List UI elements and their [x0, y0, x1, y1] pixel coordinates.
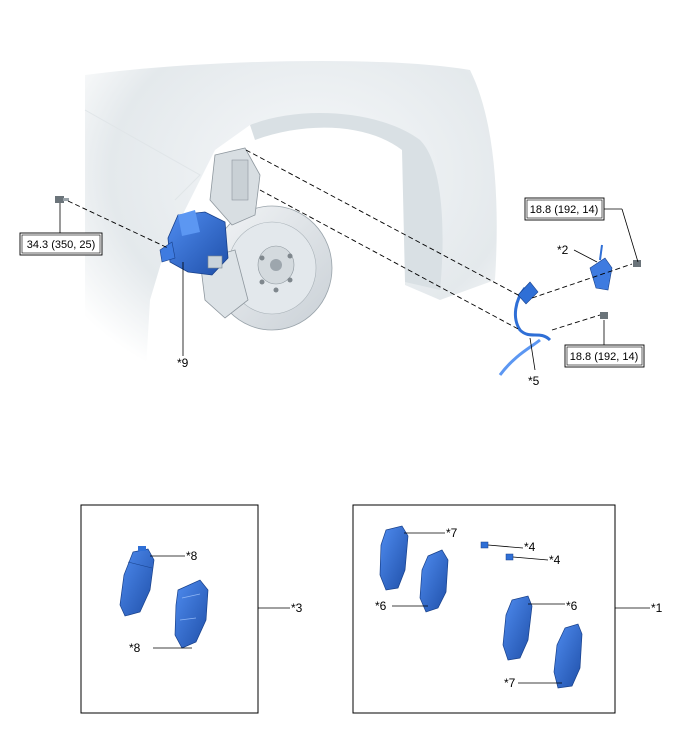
- vehicle-body: [84, 60, 497, 389]
- callout-6a: *6: [375, 599, 387, 613]
- bracket-bolt-upper-icon: [633, 260, 641, 267]
- installation-lines: [67, 149, 633, 331]
- bracket-bolt-lower-icon: [600, 312, 608, 319]
- caliper-bolt-icon: [55, 196, 69, 203]
- callout-7b: *7: [504, 676, 516, 690]
- callout-4a: *4: [524, 540, 536, 554]
- callout-2: *2: [557, 243, 569, 257]
- torque-caliper-text: 34.3 (350, 25): [27, 239, 96, 251]
- brake-pad-2: [419, 549, 449, 613]
- brake-caliper: [159, 210, 229, 276]
- torque-bracket-upper-text: 18.8 (192, 14): [530, 204, 599, 216]
- callout-6b: *6: [566, 599, 578, 613]
- brake-pad-outer: [174, 579, 209, 649]
- anti-squeal-shim-1: [480, 541, 489, 549]
- torque-box-caliper: 34.3 (350, 25): [19, 232, 103, 256]
- callout-8b: *8: [129, 641, 141, 655]
- brake-pad-1: [379, 525, 409, 591]
- callout-7a: *7: [446, 526, 458, 540]
- torque-bracket-lower-text: 18.8 (192, 14): [570, 351, 639, 363]
- hose-bracket: [589, 244, 613, 291]
- callout-3: *3: [291, 601, 303, 615]
- callout-1: *1: [651, 601, 663, 615]
- brake-pad-4: [553, 623, 583, 689]
- callout-8a: *8: [186, 549, 198, 563]
- callout-5: *5: [528, 374, 540, 388]
- pad-kit-box-right: *1 *7 *6 *4 *4 *6: [352, 504, 663, 714]
- leader-lines: [59, 203, 639, 371]
- callout-9: *9: [177, 356, 189, 370]
- pad-kit-box-left: *3 *8 *8: [80, 504, 303, 714]
- flexible-hose: [498, 281, 552, 376]
- anti-squeal-shim-2: [505, 553, 514, 561]
- torque-box-bracket-upper: 18.8 (192, 14): [524, 197, 605, 221]
- brake-pad-3: [502, 595, 533, 661]
- brake-pad-inner: [119, 546, 155, 617]
- torque-box-bracket-lower: 18.8 (192, 14): [564, 344, 645, 368]
- callout-4b: *4: [549, 553, 561, 567]
